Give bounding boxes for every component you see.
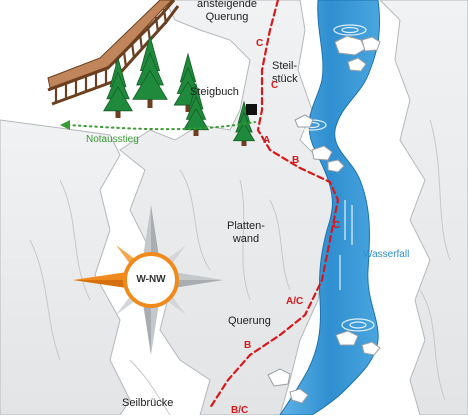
label-climbing-book: Steigbuch — [190, 86, 239, 98]
grade-marker: C — [333, 220, 341, 231]
label-steep-section: Steil- stück — [272, 60, 298, 85]
rock-contours — [29, 119, 451, 415]
label-traverse-ascending: ansteigende Querung — [197, 0, 257, 23]
grade-marker: B/C — [231, 405, 249, 416]
tree-icon — [132, 34, 168, 108]
label-slab-wall: Platten- wand — [227, 220, 265, 245]
tree-icon — [232, 100, 256, 146]
fence — [47, 0, 180, 106]
label-emergency-exit: Notausstieg — [86, 134, 139, 145]
tree-icon — [182, 82, 210, 136]
grade-marker: C — [256, 38, 264, 49]
grade-marker: B — [292, 155, 300, 166]
arrow-left-icon — [60, 120, 70, 130]
label-waterfall: Wasserfall — [363, 249, 410, 260]
water-swirls — [297, 24, 375, 332]
grade-marker: A — [263, 135, 271, 146]
climbing-route — [208, 0, 340, 410]
trees — [103, 34, 256, 146]
compass-direction: W-NW — [136, 274, 166, 285]
label-traverse: Querung — [228, 315, 271, 327]
grade-marker: C — [271, 80, 279, 91]
exit-path — [60, 120, 256, 131]
label-rope-bridge: Seilbrücke — [122, 397, 174, 409]
grade-marker: A/C — [286, 296, 304, 307]
tree-icon — [103, 56, 133, 118]
compass-rose-icon — [73, 205, 223, 355]
summit-book-icon — [246, 104, 257, 115]
boulders — [267, 35, 381, 404]
grade-marker: B — [244, 340, 252, 351]
